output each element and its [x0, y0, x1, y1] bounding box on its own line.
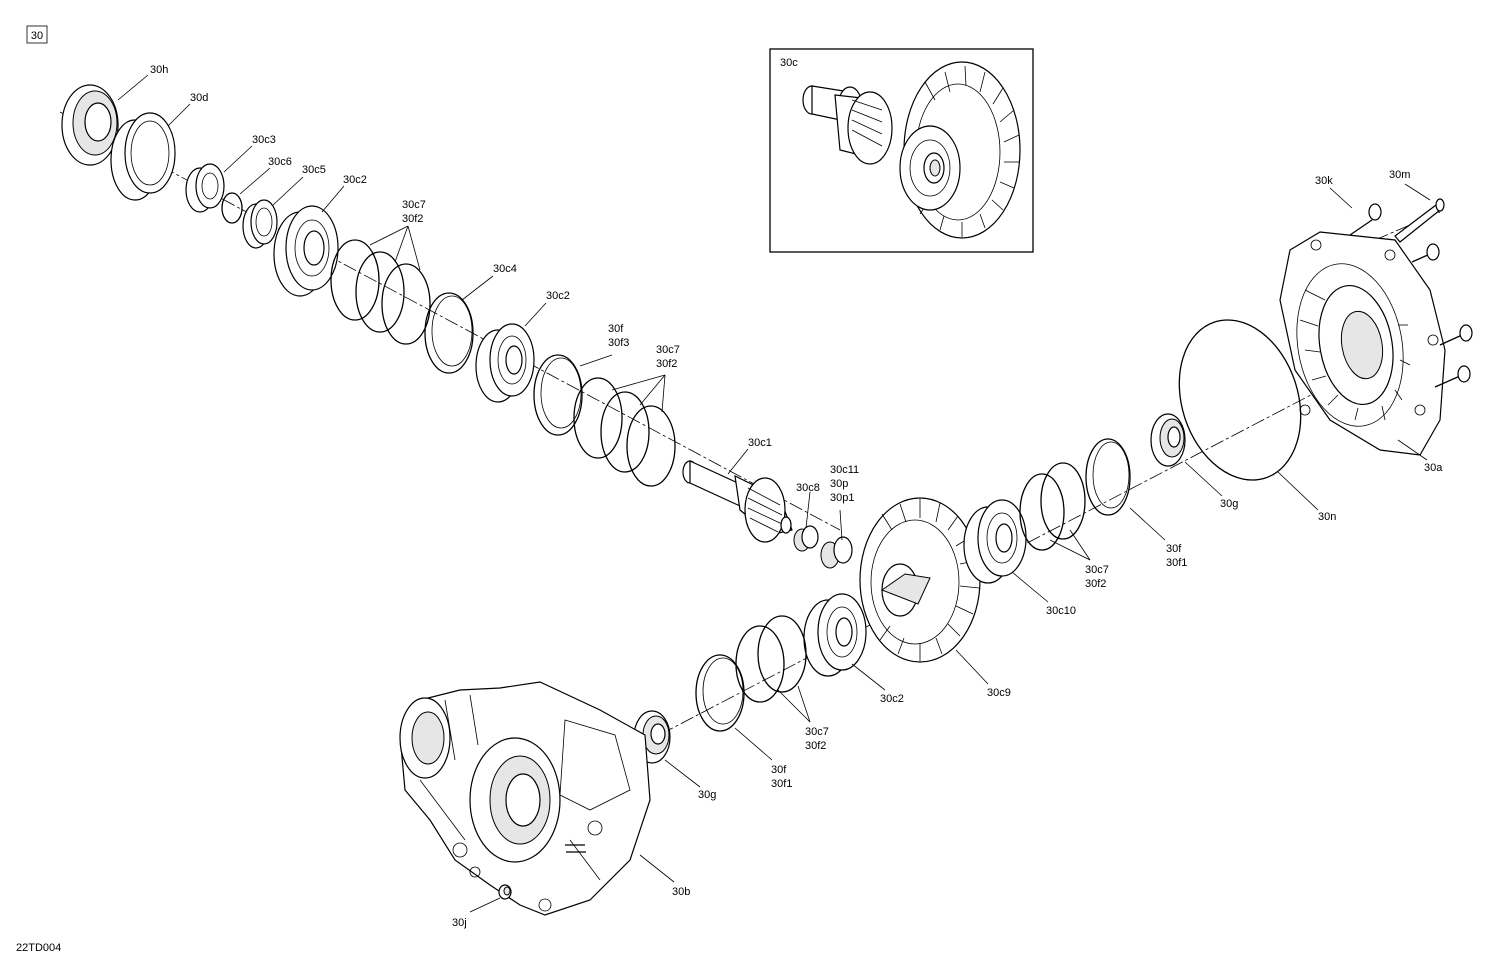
callout-30f-a: 30f — [608, 323, 624, 335]
inset-30c: 30c — [769, 48, 1034, 253]
callout-30c7-d: 30c7 — [805, 726, 829, 738]
part-30c7-shims-right — [1019, 462, 1086, 551]
part-30c11-sleeve — [820, 536, 853, 569]
part-30g-seal-right — [1150, 413, 1186, 467]
leader-lines — [117, 74, 1431, 913]
part-30m-breather — [1394, 198, 1445, 243]
part-30c5-spacer — [242, 199, 278, 249]
part-30c2-bearing-middle — [475, 323, 535, 403]
callout-30a: 30a — [1424, 462, 1443, 474]
callout-30n: 30n — [1318, 511, 1336, 523]
part-30f3-ring — [533, 354, 583, 436]
callout-30g-b: 30g — [698, 789, 716, 801]
part-30c1-pinion — [682, 460, 793, 543]
part-30c10-bearing — [963, 499, 1027, 584]
part-30c9-ring-gear — [859, 497, 981, 663]
callout-30f2-c: 30f2 — [1085, 578, 1106, 590]
callout-30c10: 30c10 — [1046, 605, 1076, 617]
part-30j-plug — [498, 884, 512, 900]
part-30h-seal — [61, 84, 119, 166]
callout-30f2-d: 30f2 — [805, 740, 826, 752]
callout-30h: 30h — [150, 64, 168, 76]
callout-30c7-c: 30c7 — [1085, 564, 1109, 576]
callout-30f1-b: 30f1 — [771, 778, 792, 790]
callout-30c9: 30c9 — [987, 687, 1011, 699]
callout-30c7-b: 30c7 — [656, 344, 680, 356]
callout-30p: 30p — [830, 478, 848, 490]
callout-labels: 30h 30d 30c3 30c6 30c5 30c2 30c7 30f2 30… — [150, 64, 1443, 929]
part-30n-o-ring — [1178, 319, 1302, 481]
callout-30f1-a: 30f1 — [1166, 557, 1187, 569]
part-30c4-ring — [424, 292, 474, 374]
callout-30f2-a: 30f2 — [402, 213, 423, 225]
part-30k-bolts — [1349, 203, 1473, 388]
callout-30b: 30b — [672, 886, 690, 898]
callout-30f3: 30f3 — [608, 337, 629, 349]
part-30c8-bushing — [793, 525, 819, 552]
callout-30g-a: 30g — [1220, 498, 1238, 510]
callout-30p1: 30p1 — [830, 492, 854, 504]
callout-30c4: 30c4 — [493, 263, 517, 275]
part-30a-cover — [1279, 231, 1446, 456]
callout-30k: 30k — [1315, 175, 1333, 187]
part-30c2-bearing-lower — [803, 593, 867, 677]
callout-30c6: 30c6 — [268, 156, 292, 168]
callout-30c3: 30c3 — [252, 134, 276, 146]
part-30f1-ring-right — [1085, 438, 1131, 516]
callout-30c7-a: 30c7 — [402, 199, 426, 211]
part-30c3-nut — [185, 163, 225, 213]
part-30c6-ring — [221, 192, 243, 224]
part-30d-sleeve — [110, 112, 176, 201]
callout-30f-b: 30f — [1166, 543, 1182, 555]
callout-30f-c: 30f — [771, 764, 787, 776]
callout-30c2-b: 30c2 — [546, 290, 570, 302]
callout-30m: 30m — [1389, 169, 1410, 181]
group-number: 30 — [31, 30, 43, 42]
callout-30j: 30j — [452, 917, 467, 929]
part-30c7-shims-middle — [573, 377, 676, 487]
callout-30c1: 30c1 — [748, 437, 772, 449]
group-number-box: 30 — [26, 25, 48, 44]
inset-label: 30c — [780, 57, 798, 69]
callout-30f2-b: 30f2 — [656, 358, 677, 370]
callout-30c11: 30c11 — [830, 464, 859, 476]
callout-30c5: 30c5 — [302, 164, 326, 176]
callout-30c2-a: 30c2 — [343, 174, 367, 186]
callout-30c2-c: 30c2 — [880, 693, 904, 705]
part-30c2-bearing-upper — [273, 205, 339, 297]
drawing-code: 22TD004 — [16, 942, 61, 954]
part-30f1-ring-lower — [695, 654, 745, 732]
callout-30d: 30d — [190, 92, 208, 104]
callout-30c8: 30c8 — [796, 482, 820, 494]
part-30c7-shims-upper — [330, 239, 431, 345]
part-30b-housing — [399, 681, 651, 916]
